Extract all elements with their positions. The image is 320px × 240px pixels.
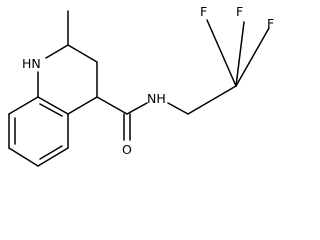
atom-label-amide-nh: NH [147, 91, 166, 106]
bond-cf3-f2 [235, 21, 245, 87]
structure-canvas: HN NH O F F F [8, 4, 274, 167]
bond-benzene-c6-c5 [37, 147, 69, 167]
bond-benzene-c7-c6 [8, 147, 39, 167]
atom-label-fluorine-2: F [236, 4, 243, 19]
molecule-structure: HN NH O F F F [8, 4, 274, 167]
bond-amide-n-ch2 [167, 102, 189, 115]
atom-label-nh: HN [22, 56, 41, 71]
atom-label-fluorine-3: F [267, 16, 274, 31]
bond-aromatic-inner-2 [39, 145, 63, 160]
bond-cf3-f3 [235, 27, 270, 87]
atom-label-fluorine-1: F [200, 4, 207, 19]
bond-benzene-c8a-c8 [8, 96, 39, 115]
bond-carbonyl-amide-n [126, 102, 148, 115]
bond-aromatic-inner-3 [39, 103, 63, 117]
bond-n1-c2 [45, 44, 69, 59]
bond-c4-c4a [67, 96, 98, 115]
bond-c4-carbonyl [96, 96, 128, 115]
bond-ch2-cf3 [187, 85, 237, 115]
atom-label-oxygen: O [122, 142, 132, 157]
bond-cf3-f1 [206, 19, 237, 87]
bond-benzene-c4a-c8a [37, 96, 69, 115]
bond-c2-c3 [67, 44, 98, 63]
